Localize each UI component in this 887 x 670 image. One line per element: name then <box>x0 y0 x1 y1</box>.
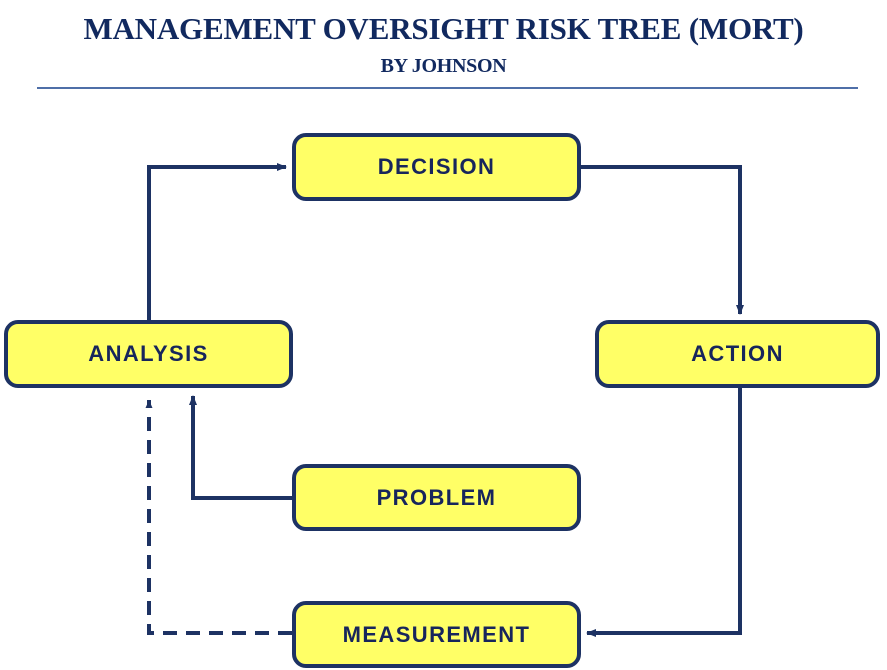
node-decision-label: DECISION <box>377 154 496 179</box>
page-subtitle: BY JOHNSON <box>380 55 507 77</box>
edge-action-to-measurement <box>586 388 742 637</box>
node-action[interactable]: ACTION <box>595 320 880 388</box>
header-divider <box>37 87 858 89</box>
node-measurement-label: MEASUREMENT <box>342 621 531 647</box>
node-analysis[interactable]: ANALYSIS <box>4 320 293 388</box>
node-measurement[interactable]: MEASUREMENT <box>292 601 581 668</box>
node-decision[interactable]: DECISION <box>292 133 581 201</box>
edge-problem-to-analysis <box>189 395 292 500</box>
node-action-label: ACTION <box>691 341 784 366</box>
edge-decision-to-action <box>581 165 744 315</box>
page-title: MANAGEMENT OVERSIGHT RISK TREE (MORT) <box>83 11 804 46</box>
edge-analysis-to-decision <box>147 163 287 320</box>
edge-measurement-to-analysis <box>145 400 292 635</box>
node-analysis-label: ANALYSIS <box>88 341 209 366</box>
node-problem[interactable]: PROBLEM <box>292 464 581 531</box>
node-problem-label: PROBLEM <box>376 484 497 510</box>
header: MANAGEMENT OVERSIGHT RISK TREE (MORT) BY… <box>0 0 887 96</box>
